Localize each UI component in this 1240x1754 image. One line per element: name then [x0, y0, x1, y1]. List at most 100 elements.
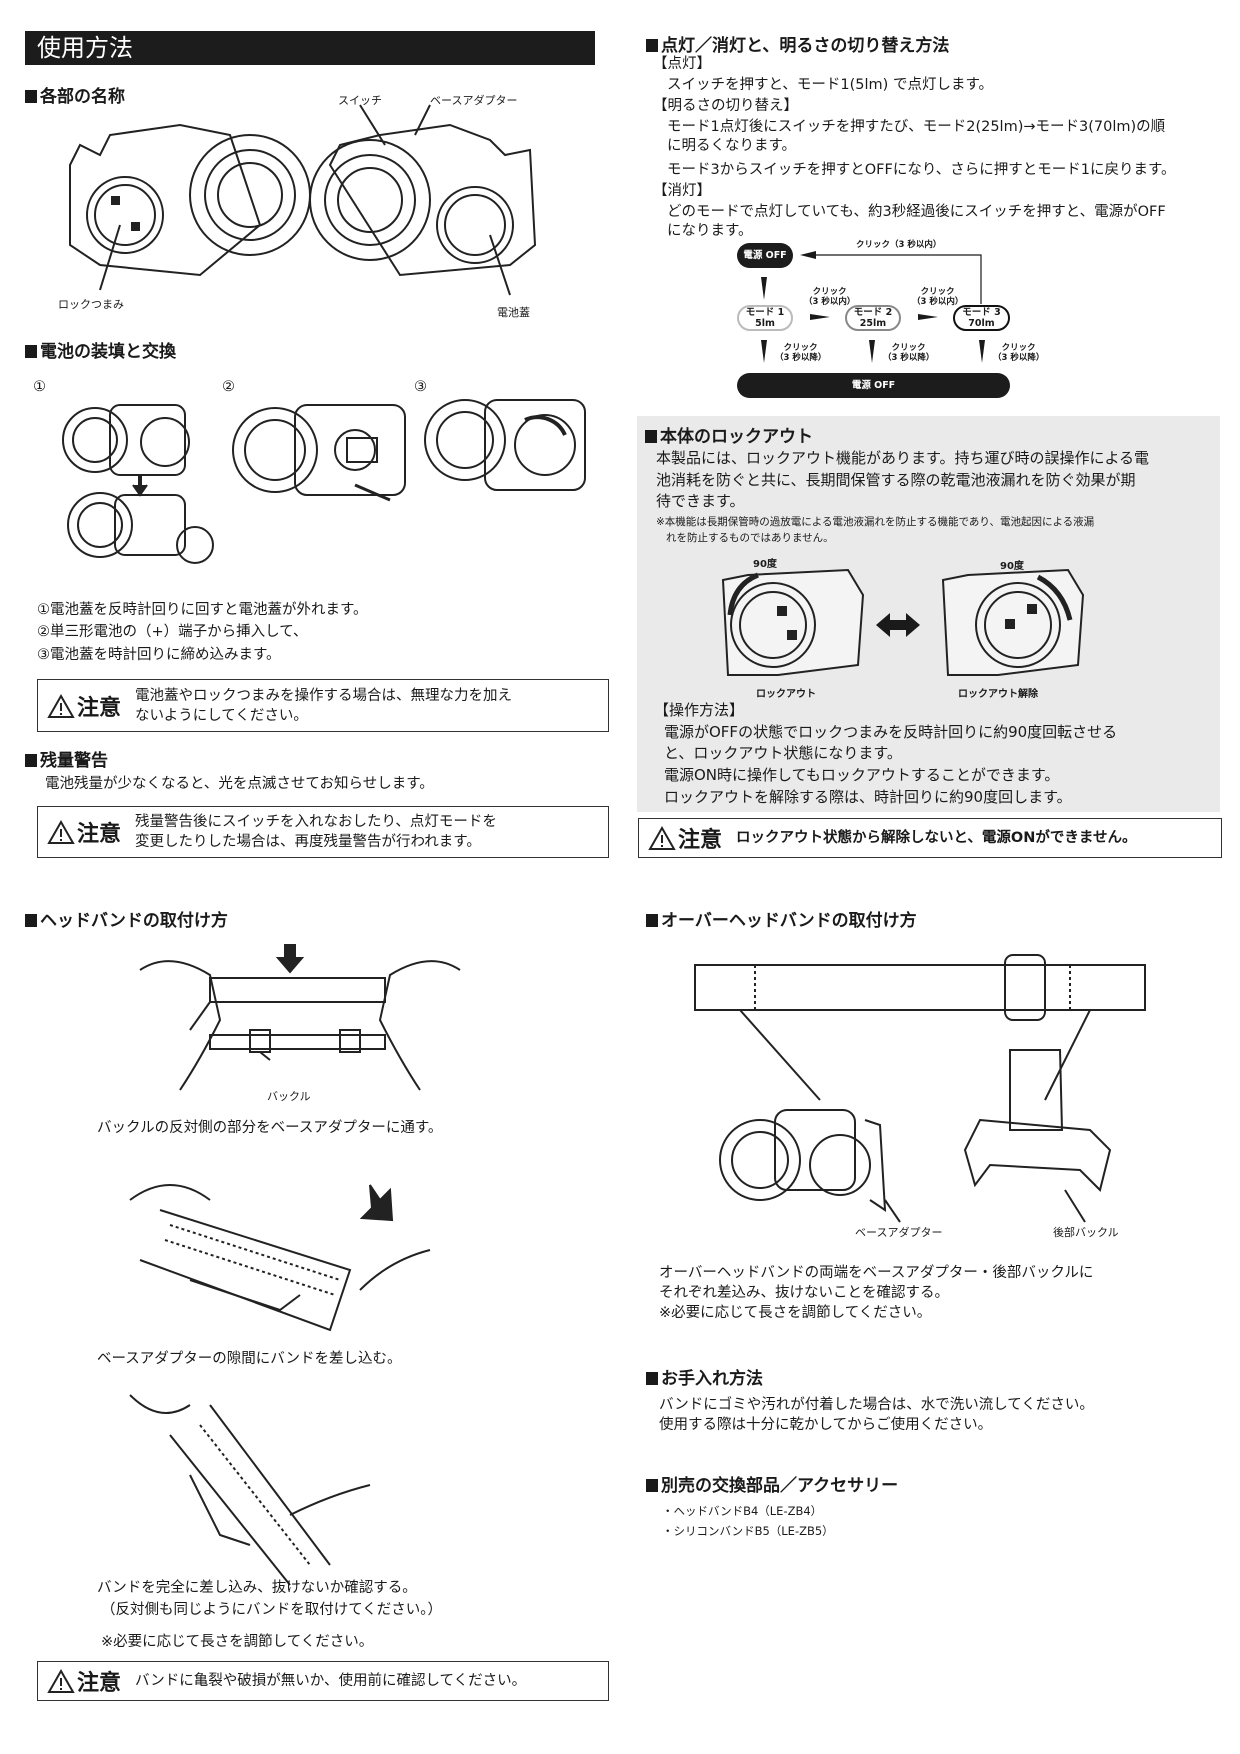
switch-text-3: モード3からスイッチを押すとOFFになり、さらに押すとモード1に戻ります。	[667, 162, 1176, 178]
operation-text-2: と、ロックアウト状態になります。	[664, 744, 902, 762]
caution-battery: 注意 電池蓋やロックつまみを操作する場合は、無理な力を加えないようにしてください…	[37, 679, 609, 732]
caution-text: バンドに亀裂や破損が無いか、使用前に確認してください。	[135, 1673, 527, 1689]
headlamp-parts-illustration	[69, 104, 537, 296]
buckle-label: バックル	[267, 1090, 311, 1103]
on-text: スイッチを押すと、モード1(5lm) で点灯します。	[667, 77, 993, 93]
overhead-band-illustration	[694, 954, 1146, 1223]
parts-heading: 各部の名称	[25, 82, 125, 107]
switch-label: スイッチ	[338, 94, 382, 107]
switch-text-1: モード1点灯後にスイッチを押すたび、モード2(25lm)→モード3(70lm)の…	[667, 119, 1166, 135]
low-battery-heading: 残量警告	[25, 746, 108, 771]
caution-label: 注意	[77, 695, 122, 721]
caution-text: ロックアウト状態から解除しないと、電源ONができません。	[736, 830, 1137, 846]
operation-label: 【操作方法】	[654, 701, 745, 719]
lockout-note-1: ※本機能は長期保管時の過放電による電池液漏れを防止する機能であり、電池起因による…	[656, 516, 1095, 528]
click-within-label-1: クリック（3 秒以内）	[804, 287, 856, 307]
battery-step-2: ②単三形電池の（+）端子から挿入して、	[37, 624, 308, 640]
operation-text-4: ロックアウトを解除する際は、時計回りに約90度回します。	[664, 788, 1072, 806]
mode2-name: モード 2	[853, 307, 893, 318]
accessories-heading: 別売の交換部品／アクセサリー	[646, 1471, 898, 1496]
care-heading: お手入れ方法	[646, 1364, 763, 1389]
rotate-90-label-right: 90度	[1000, 561, 1024, 572]
lockout-text-1: 本製品には、ロックアウト機能があります。持ち運び時の誤操作による電	[656, 449, 1150, 467]
click-after-label-1: クリック（3 秒以降）	[775, 343, 827, 363]
overhead-text-1: オーバーヘッドバンドの両端をベースアダプター・後部バックルに	[659, 1265, 1094, 1281]
lockout-note-2: れを防止するものではありません。	[666, 532, 834, 544]
headband-step3-text-2: （反対側も同じようにバンドを取付けてください。）	[101, 1602, 443, 1618]
mode1-lumens: 5lm	[755, 318, 775, 329]
warning-icon	[47, 693, 75, 718]
headband-step3-text: バンドを完全に差し込み、抜けないか確認する。	[97, 1580, 417, 1596]
battery-heading: 電池の装填と交換	[25, 337, 176, 362]
click-after-label-3: クリック（3 秒以降）	[993, 343, 1045, 363]
caution-headband: 注意 バンドに亀裂や破損が無いか、使用前に確認してください。	[37, 1661, 609, 1701]
mode3-name: モード 3	[962, 307, 1001, 318]
headband-step1-text: バックルの反対側の部分をベースアダプターに通す。	[97, 1120, 443, 1136]
headband-note: ※必要に応じて長さを調節してください。	[101, 1634, 374, 1650]
caution-text-line: 残量警告後にスイッチを入れなおしたり、点灯モードを	[135, 814, 497, 830]
base-adapter-label: ベースアダプター	[430, 94, 518, 107]
off-text-2: になります。	[667, 223, 753, 239]
caution-text-line: 電池蓋やロックつまみを操作する場合は、無理な力を加え	[135, 687, 513, 704]
double-arrow-icon	[876, 613, 920, 637]
base-adapter-label-overhead: ベースアダプター	[855, 1226, 943, 1239]
step-number-1: ①	[33, 379, 46, 395]
care-text-1: バンドにゴミや汚れが付着した場合は、水で洗い流してください。	[659, 1397, 1094, 1413]
modes-heading: 点灯／消灯と、明るさの切り替え方法	[646, 31, 949, 56]
overhead-text-3: ※必要に応じて長さを調節してください。	[659, 1305, 932, 1321]
battery-cover-label: 電池蓋	[497, 306, 530, 319]
headband-step2-illustration	[129, 1184, 431, 1332]
warning-icon	[47, 1668, 75, 1693]
on-label: 【点灯】	[653, 56, 711, 72]
off-label: 【消灯】	[653, 183, 711, 199]
click-after-label-2: クリック（3 秒以降）	[883, 343, 935, 363]
lockout-text-2: 池消耗を防ぐと共に、長期間保管する際の乾電池液漏れを防ぐ効果が期	[656, 471, 1136, 489]
lockout-illustration	[721, 568, 1085, 676]
warning-icon	[648, 825, 676, 850]
caution-text-line: ないようにしてください。	[135, 707, 308, 724]
click-within-top-label: クリック（3 秒以内）	[856, 240, 942, 250]
caution-lockout: 注意 ロックアウト状態から解除しないと、電源ONができません。	[638, 818, 1222, 858]
rotate-90-label-left: 90度	[753, 559, 777, 570]
caution-low-battery: 注意 残量警告後にスイッチを入れなおしたり、点灯モードを変更したりした場合は、再…	[37, 806, 609, 858]
overhead-text-2: それぞれ差込み、抜けないことを確認する。	[659, 1285, 949, 1301]
lockout-text-3: 待できます。	[656, 492, 745, 510]
battery-step-1: ①電池蓋を反時計回りに回すと電池蓋が外れます。	[37, 602, 368, 618]
care-text-2: 使用する際は十分に乾かしてからご使用ください。	[659, 1417, 993, 1433]
low-battery-text: 電池残量が少なくなると、光を点滅させてお知らせします。	[45, 776, 434, 792]
accessory-item: ・シリコンバンドB5（LE-ZB5）	[662, 1524, 834, 1538]
operation-text-3: 電源ON時に操作してもロックアウトすることができます。	[664, 766, 1060, 784]
accessory-item: ・ヘッドバンドB4（LE-ZB4）	[662, 1504, 823, 1518]
click-within-label-2: クリック（3 秒以内）	[912, 287, 964, 307]
step-number-3: ③	[414, 379, 427, 395]
headband-heading: ヘッドバンドの取付け方	[25, 906, 228, 931]
lockout-release-label: ロックアウト解除	[958, 689, 1038, 700]
caution-label: 注意	[77, 1671, 122, 1696]
battery-replacement-illustration	[62, 399, 586, 564]
headband-step1-illustration	[139, 944, 461, 1091]
headband-step2-text: ベースアダプターの隙間にバンドを差し込む。	[97, 1351, 402, 1367]
mode-diagram-arrows	[761, 251, 985, 363]
mode2-lumens: 25lm	[859, 318, 887, 329]
battery-step-3: ③電池蓋を時計回りに締め込みます。	[37, 647, 281, 663]
step-number-2: ②	[222, 379, 235, 395]
lockout-state-label: ロックアウト	[756, 689, 816, 700]
mode1-name: モード 1	[745, 307, 785, 318]
power-off-node: 電源 OFF	[737, 243, 793, 268]
off-text-1: どのモードで点灯していても、約3秒経過後にスイッチを押すと、電源がOFF	[667, 204, 1166, 220]
page-title: 使用方法	[25, 31, 595, 65]
lockout-heading: 本体のロックアウト	[645, 422, 813, 447]
caution-label: 注意	[77, 822, 122, 847]
lock-knob-label: ロックつまみ	[58, 298, 124, 311]
warning-icon	[47, 819, 75, 844]
mode3-lumens: 70lm	[968, 318, 995, 329]
power-off-bottom-node: 電源 OFF	[737, 373, 1010, 398]
overhead-heading: オーバーヘッドバンドの取付け方	[646, 906, 917, 931]
rear-buckle-label: 後部バックル	[1053, 1226, 1119, 1239]
switch-label-heading: 【明るさの切り替え】	[653, 98, 798, 114]
operation-text-1: 電源がOFFの状態でロックつまみを反時計回りに約90度回転させる	[664, 723, 1118, 741]
caution-text-line: 変更したりした場合は、再度残量警告が行われます。	[135, 834, 481, 850]
